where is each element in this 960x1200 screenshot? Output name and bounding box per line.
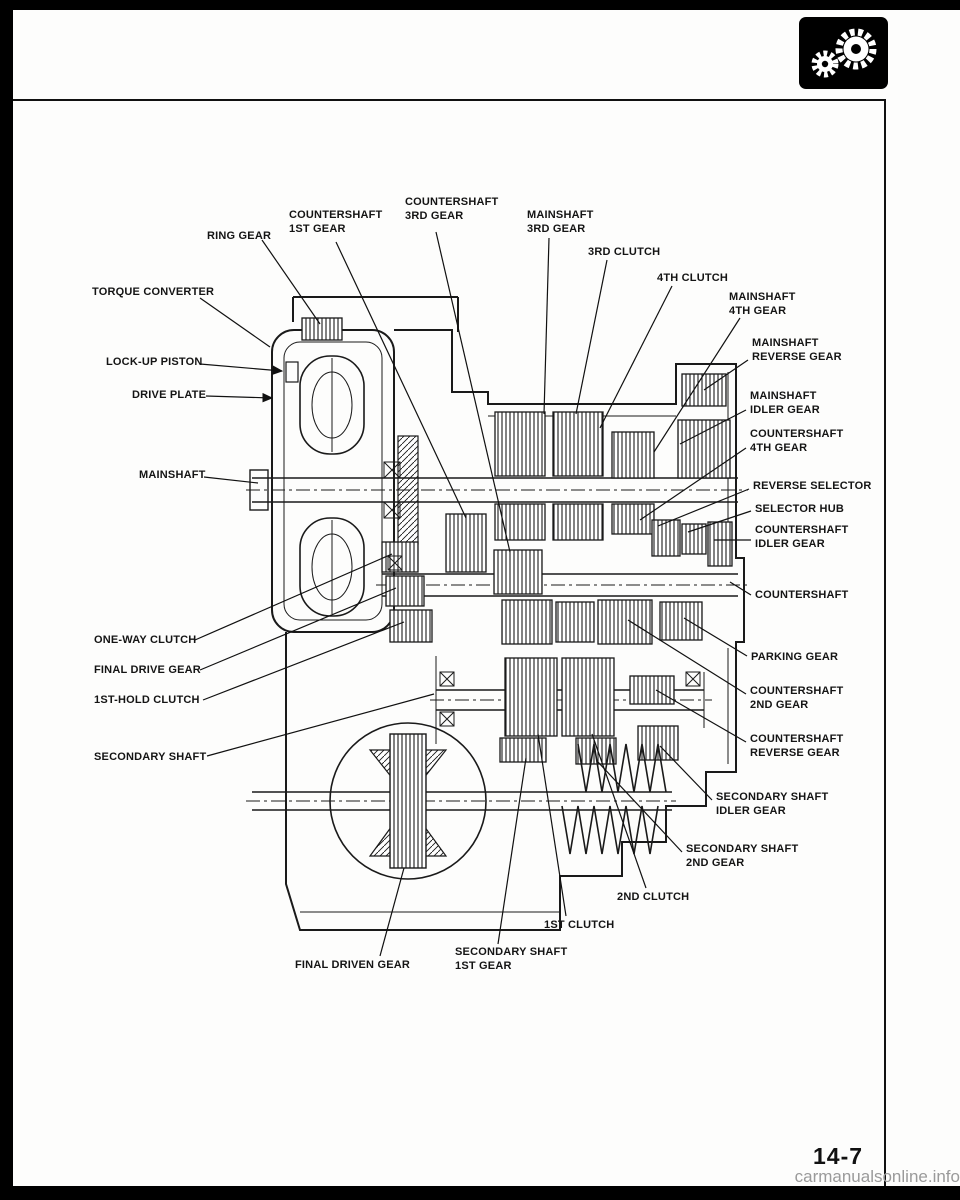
label-3rd-clutch: 3RD CLUTCH bbox=[588, 246, 661, 258]
label-ring-gear: RING GEAR bbox=[207, 230, 272, 242]
fourth-clutch-part bbox=[552, 411, 604, 477]
label-mainshaft: MAINSHAFT bbox=[139, 469, 206, 481]
label-countershaft-4th-gear: COUNTERSHAFT 4TH GEAR bbox=[750, 428, 844, 454]
lock-up-piston-part bbox=[285, 361, 299, 383]
label-countershaft: COUNTERSHAFT bbox=[755, 589, 849, 601]
final-drive-gear-part bbox=[385, 575, 425, 607]
right-rule bbox=[884, 99, 886, 1186]
third-clutch-part bbox=[494, 411, 546, 477]
header-rule bbox=[13, 99, 886, 101]
mainshaft-4th-gear-part bbox=[611, 431, 655, 479]
label-countershaft-3rd-gear: COUNTERSHAFT 3RD GEAR bbox=[405, 196, 499, 222]
label-mainshaft-idler-gear: MAINSHAFT IDLER GEAR bbox=[750, 390, 820, 416]
secondary-idler-gear-part bbox=[637, 725, 679, 761]
page-border-top bbox=[0, 0, 960, 10]
page-border-left bbox=[0, 0, 13, 1200]
label-one-way-clutch: ONE-WAY CLUTCH bbox=[94, 634, 197, 646]
label-parking-gear: PARKING GEAR bbox=[751, 651, 839, 663]
countershaft-2nd-gear-part bbox=[597, 599, 653, 645]
label-countershaft-1st-gear: COUNTERSHAFT 1ST GEAR bbox=[289, 209, 383, 235]
label-2nd-clutch: 2ND CLUTCH bbox=[617, 891, 690, 903]
leader-lines bbox=[194, 231, 752, 957]
label-countershaft-2nd-gear: COUNTERSHAFT 2ND GEAR bbox=[750, 685, 844, 711]
label-secondary-shaft-idler-gear: SECONDARY SHAFT IDLER GEAR bbox=[716, 791, 829, 817]
countershaft-idler-gear-part bbox=[707, 521, 733, 567]
label-1st-clutch: 1ST CLUTCH bbox=[544, 919, 615, 931]
countershaft-4th-gear-part bbox=[611, 503, 655, 535]
selector-hub-part bbox=[681, 523, 707, 555]
label-lock-up-piston: LOCK-UP PISTON bbox=[106, 356, 203, 368]
torque-converter-section bbox=[285, 317, 419, 617]
label-mainshaft-4th-gear: MAINSHAFT 4TH GEAR bbox=[729, 291, 796, 317]
label-countershaft-idler-gear: COUNTERSHAFT IDLER GEAR bbox=[755, 524, 849, 550]
cv-boot-upper bbox=[577, 743, 667, 793]
label-countershaft-reverse-gear: COUNTERSHAFT REVERSE GEAR bbox=[750, 733, 844, 759]
countershaft-3rd-gear-part bbox=[493, 549, 543, 595]
label-final-driven-gear: FINAL DRIVEN GEAR bbox=[295, 959, 411, 971]
label-mainshaft-3rd-gear: MAINSHAFT 3RD GEAR bbox=[527, 209, 594, 235]
label-mainshaft-reverse-gear: MAINSHAFT REVERSE GEAR bbox=[752, 337, 842, 363]
ring-gear-part bbox=[301, 317, 343, 341]
gears-icon-art bbox=[811, 28, 877, 78]
cv-boot-lower bbox=[561, 805, 659, 855]
parking-gear-part bbox=[659, 601, 703, 641]
label-4th-clutch: 4TH CLUTCH bbox=[657, 272, 729, 284]
final-drive-assembly bbox=[329, 722, 667, 880]
label-reverse-selector: REVERSE SELECTOR bbox=[753, 480, 872, 492]
label-secondary-shaft: SECONDARY SHAFT bbox=[94, 751, 207, 763]
bearings bbox=[383, 461, 701, 727]
gear-clutch-packs bbox=[381, 373, 733, 765]
label-secondary-shaft-2nd-gear: SECONDARY SHAFT 2ND GEAR bbox=[686, 843, 799, 869]
label-1st-hold-clutch: 1ST-HOLD CLUTCH bbox=[94, 694, 200, 706]
final-driven-gear-part bbox=[389, 733, 427, 869]
secondary-1st-gear-part bbox=[499, 737, 547, 763]
first-clutch-part bbox=[504, 657, 558, 737]
mainshaft-idler-gear-part bbox=[677, 419, 731, 479]
page-border-bottom bbox=[0, 1186, 960, 1200]
label-drive-plate: DRIVE PLATE bbox=[132, 389, 207, 401]
countershaft-1st-gear-part bbox=[445, 513, 487, 573]
reverse-selector-part bbox=[651, 519, 681, 557]
first-hold-clutch-part bbox=[389, 609, 433, 643]
label-torque-converter: TORQUE CONVERTER bbox=[92, 286, 215, 298]
gears-icon bbox=[799, 17, 888, 89]
second-clutch-part bbox=[561, 657, 615, 737]
label-secondary-shaft-1st-gear: SECONDARY SHAFT 1ST GEAR bbox=[455, 946, 568, 972]
label-final-drive-gear: FINAL DRIVE GEAR bbox=[94, 664, 201, 676]
label-selector-hub: SELECTOR HUB bbox=[755, 503, 844, 515]
countershaft-reverse-gear-part bbox=[629, 675, 675, 705]
watermark-text: carmanualsonline.info bbox=[794, 1167, 960, 1186]
page-number: 14-7 bbox=[813, 1143, 864, 1169]
